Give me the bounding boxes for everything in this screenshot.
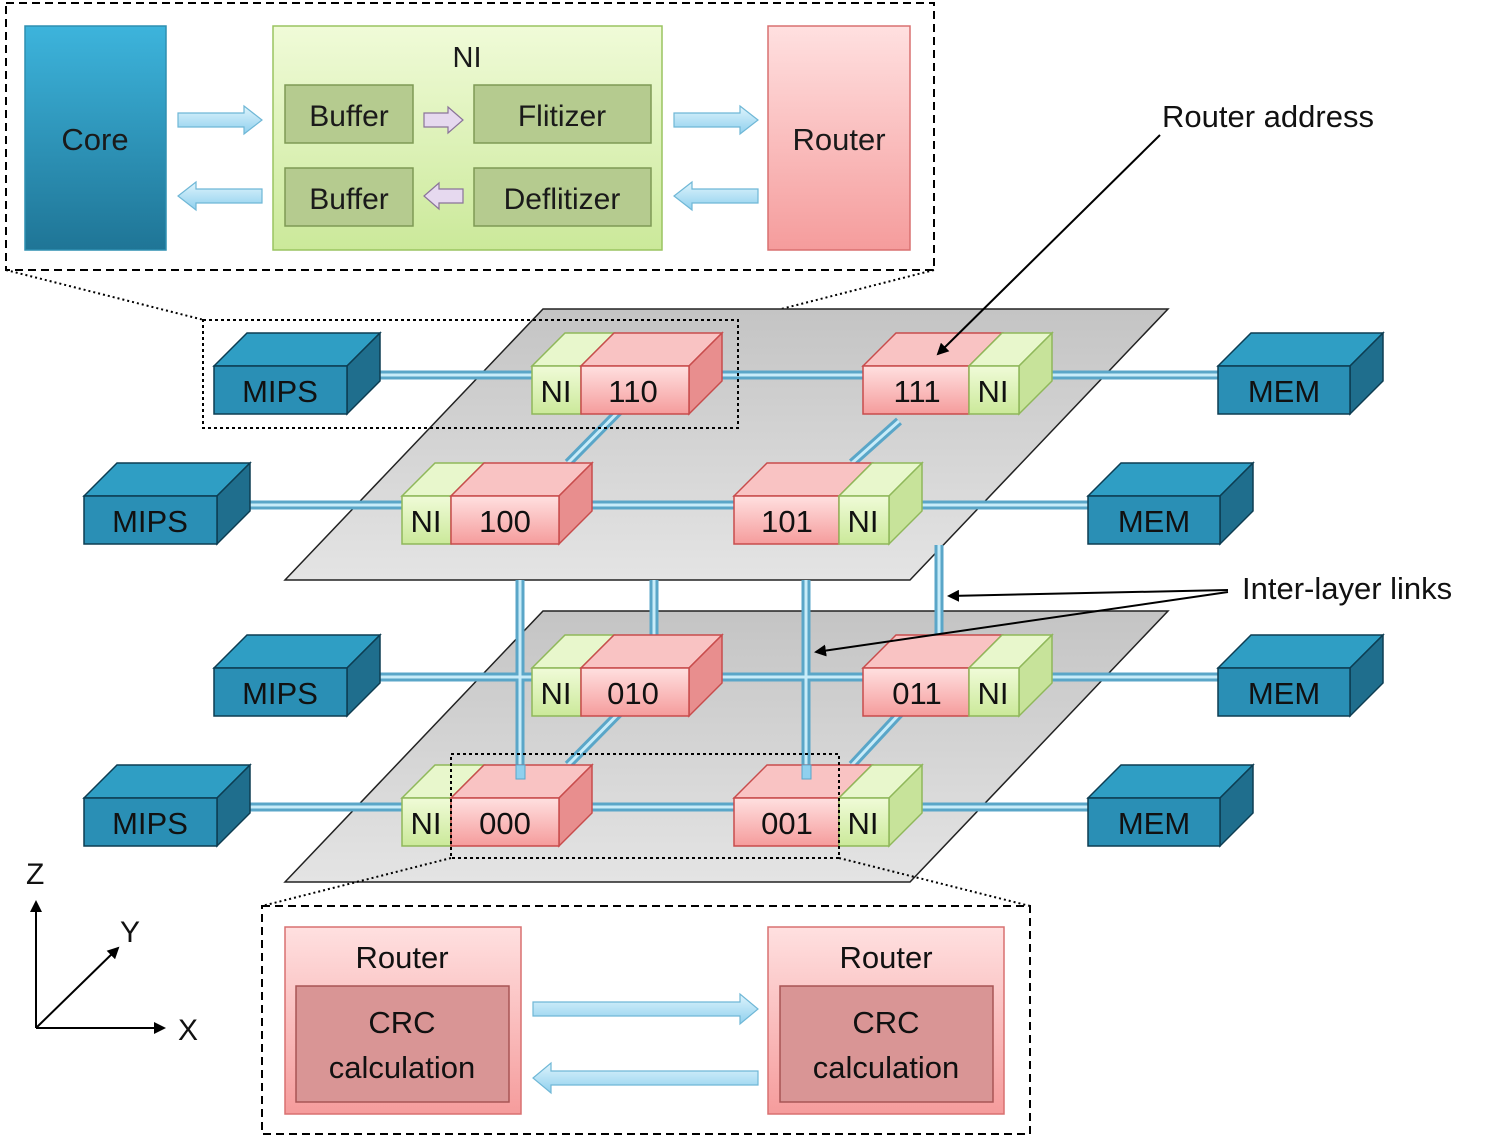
- bottom-zoom-region: [450, 753, 840, 859]
- right-arrow-icon: [423, 105, 464, 135]
- router-address-annotation: Router address: [1162, 99, 1374, 134]
- crc-block-right: [779, 985, 994, 1103]
- ni-node: NI: [837, 461, 924, 546]
- mem-label: MEM: [1118, 806, 1190, 841]
- ni-node: NI: [967, 633, 1054, 718]
- router-node-011: 011: [861, 634, 1004, 717]
- core-label: Core: [61, 122, 128, 157]
- ni-label: NI: [411, 806, 442, 841]
- router-label: Router: [792, 122, 885, 157]
- top-inset-frame: [5, 2, 935, 271]
- ni-label: NI: [541, 374, 572, 409]
- router-node-110: 110: [579, 331, 724, 416]
- router-block: [767, 25, 911, 251]
- annotation-arrow: [814, 591, 1229, 657]
- mips-node: MIPS: [212, 633, 382, 718]
- router-node-100: 100: [449, 461, 594, 546]
- right-arrow-icon: [673, 104, 759, 136]
- flitizer-block: [473, 84, 652, 144]
- buffer-bottom-block: [284, 167, 414, 227]
- bottom-inset: Router CRC calculation Router CRC calcul…: [261, 857, 1031, 1135]
- top-zoom-region: [202, 319, 739, 429]
- bottom-inset-frame: [261, 905, 1031, 1135]
- mips-label: MIPS: [112, 806, 188, 841]
- inter-layer-link-end: [801, 764, 812, 780]
- router-address-label: 110: [608, 374, 657, 409]
- top-inset: Core NI Buffer Flitizer Buffer Deflitize…: [5, 2, 935, 321]
- router-address-label: 001: [761, 806, 813, 841]
- router-address-label: 111: [893, 374, 940, 409]
- router-node-111: 111: [861, 332, 1004, 415]
- left-arrow-icon: [673, 180, 759, 212]
- annotation-arrow: [947, 589, 1229, 602]
- flitizer-label: Flitizer: [518, 100, 606, 133]
- router-address-label: 010: [607, 676, 659, 711]
- router-address-label: 011: [892, 676, 941, 711]
- inter-layer-links-annotation: Inter-layer links: [1242, 571, 1452, 606]
- mem-node: MEM: [1216, 633, 1385, 718]
- buffer-top-label: Buffer: [309, 100, 389, 133]
- mem-label: MEM: [1248, 676, 1320, 711]
- router-label: Router: [355, 940, 448, 975]
- mem-node: MEM: [1216, 331, 1385, 416]
- mem-node: MEM: [1086, 461, 1255, 546]
- ni-node: NI: [530, 332, 616, 415]
- ni-label: NI: [541, 676, 572, 711]
- router-node-000: 000: [449, 763, 594, 848]
- left-arrow-icon: [177, 180, 263, 212]
- y-axis-label: Y: [120, 916, 140, 949]
- ni-node: NI: [400, 764, 486, 847]
- mem-label: MEM: [1248, 374, 1320, 409]
- router-address-label: 100: [479, 504, 531, 539]
- crc-block-left: [295, 985, 510, 1103]
- ni-node: NI: [530, 634, 616, 717]
- deflitizer-label: Deflitizer: [504, 183, 621, 216]
- buffer-bottom-label: Buffer: [309, 183, 389, 216]
- buffer-top-block: [284, 84, 414, 144]
- annotation-arrow: [936, 134, 1161, 356]
- mips-label: MIPS: [242, 374, 318, 409]
- axis-indicator: Z Y X: [26, 858, 198, 1047]
- ni-title: NI: [453, 42, 482, 74]
- router-address-label: 101: [761, 504, 813, 539]
- left-arrow-icon: [532, 1061, 759, 1095]
- ni-node: NI: [400, 462, 486, 545]
- ni-node: NI: [967, 331, 1054, 416]
- left-arrow-icon: [423, 181, 464, 211]
- crc-label: CRC: [852, 1005, 919, 1040]
- mem-node: MEM: [1086, 763, 1255, 848]
- right-arrow-icon: [532, 992, 759, 1026]
- x-axis-label: X: [178, 1014, 198, 1047]
- ni-label: NI: [978, 374, 1009, 409]
- ni-label: NI: [848, 504, 879, 539]
- inter-layer-link-end: [515, 764, 526, 780]
- ni-node: NI: [837, 763, 924, 848]
- core-block: [24, 25, 167, 251]
- deflitizer-block: [473, 167, 652, 227]
- crc-label: calculation: [813, 1050, 959, 1085]
- ni-label: NI: [978, 676, 1009, 711]
- crc-label: CRC: [368, 1005, 435, 1040]
- y-axis-arrow: [35, 946, 120, 1029]
- mips-node: MIPS: [82, 461, 252, 546]
- z-axis-label: Z: [26, 858, 44, 891]
- crc-label: calculation: [329, 1050, 475, 1085]
- mips-label: MIPS: [242, 676, 318, 711]
- router-address-label: 000: [479, 806, 531, 841]
- zoom-line: [737, 269, 935, 321]
- mips-node: MIPS: [82, 763, 252, 848]
- right-arrow-icon: [177, 104, 263, 136]
- mips-label: MIPS: [112, 504, 188, 539]
- router-node-010: 010: [579, 633, 724, 718]
- ni-label: NI: [848, 806, 879, 841]
- ni-label: NI: [411, 504, 442, 539]
- mem-label: MEM: [1118, 504, 1190, 539]
- mips-node: MIPS: [212, 331, 382, 416]
- router-label: Router: [839, 940, 932, 975]
- zoom-line: [5, 269, 205, 321]
